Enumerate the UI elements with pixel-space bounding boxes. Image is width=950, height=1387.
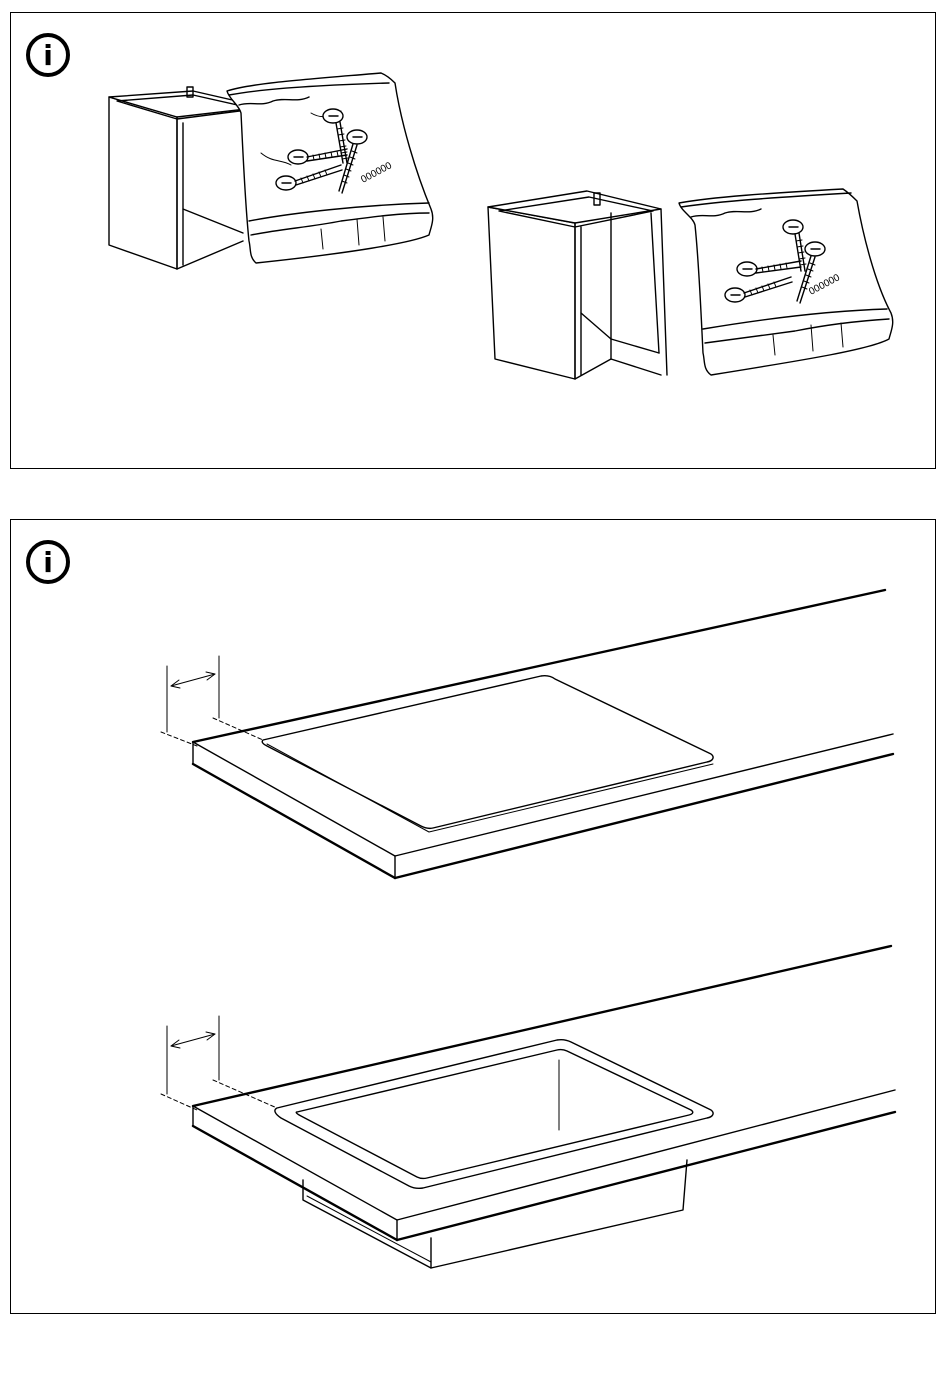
countertop-with-hob-illustration [161,590,893,878]
instruction-panel-countertop-cutouts: i [10,519,936,1314]
instruction-panel-hardware-bags: i [10,12,936,469]
countertop-with-sink-illustration [161,946,895,1268]
hardware-bag-illustration-2: 000000 [679,189,893,375]
cabinet-illustration-small [109,87,263,269]
hardware-bag-illustration-1: 000000 [227,73,433,263]
cabinet-illustration-corner [488,191,667,379]
